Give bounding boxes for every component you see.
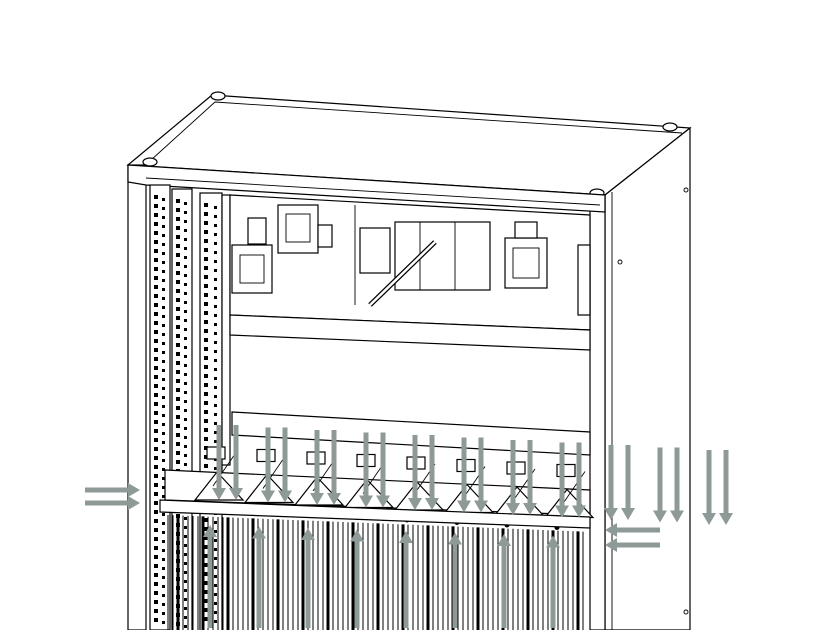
down-arrow <box>474 437 488 513</box>
up-arrow <box>399 531 413 628</box>
cross-member-upper <box>229 314 591 351</box>
cross-member-lower <box>231 411 591 456</box>
down-arrow <box>506 440 520 515</box>
right-inlet-arrow <box>605 523 660 537</box>
down-arrow <box>670 447 684 523</box>
down-arrow <box>376 432 390 508</box>
contactor-3 <box>504 221 548 289</box>
left-mounting-rails <box>149 184 231 630</box>
down-arrow <box>408 435 422 510</box>
down-arrow <box>604 445 618 520</box>
cabinet-side-panel <box>604 126 691 630</box>
down-arrow <box>702 450 716 525</box>
down-arrow <box>278 427 292 503</box>
up-arrow <box>301 528 315 628</box>
up-arrow <box>350 529 364 628</box>
right-inlet-arrow <box>605 538 660 552</box>
down-arrow <box>310 430 324 505</box>
down-arrow <box>572 442 586 518</box>
up-arrow <box>546 535 560 628</box>
terminal-block <box>577 244 591 316</box>
down-arrow <box>523 440 537 515</box>
frame-top-rail <box>127 164 606 213</box>
up-arrow <box>497 534 511 628</box>
down-arrow <box>327 430 341 505</box>
contactor-1 <box>231 217 273 294</box>
down-arrow <box>653 447 667 523</box>
frame-right-post <box>589 194 606 630</box>
fan-tray-front-rail <box>159 499 591 529</box>
down-arrow <box>359 432 373 508</box>
airflow-arrows <box>85 425 733 628</box>
down-arrow <box>425 435 439 510</box>
power-modules <box>167 515 584 630</box>
contactor-2 <box>277 204 333 254</box>
down-arrow <box>719 450 733 525</box>
down-arrow <box>229 425 243 500</box>
down-arrow <box>555 442 569 518</box>
down-arrow <box>457 437 471 513</box>
frame-left-post <box>127 164 147 630</box>
left-inlet-arrow <box>85 483 140 497</box>
down-arrow <box>261 427 275 503</box>
main-breaker <box>359 221 491 307</box>
up-arrow <box>252 526 266 628</box>
up-arrow <box>203 525 217 628</box>
down-arrow <box>621 445 635 520</box>
up-arrow <box>448 532 462 628</box>
down-arrow <box>212 425 226 500</box>
left-inlet-arrow <box>85 496 140 510</box>
